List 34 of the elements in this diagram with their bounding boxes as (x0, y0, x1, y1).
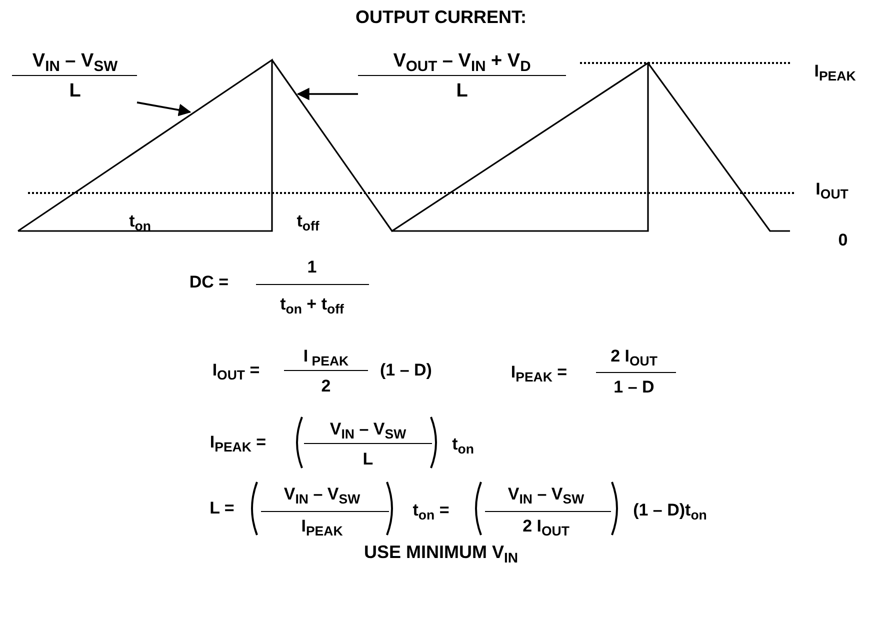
level-label: I$_{OUT}$ (816, 180, 848, 200)
equation-text: V$_{IN}$ – V$_{SW}$ (330, 420, 406, 440)
equation-text: L = (210, 500, 234, 518)
equation-text: I$_{PEAK}$ (301, 518, 343, 536)
diagram-title: OUTPUT CURRENT: (356, 8, 526, 28)
level-label: I$_{PEAK}$ (814, 62, 856, 82)
level-label: 0 (838, 232, 848, 250)
equation-text: DC = (189, 274, 229, 292)
equation-text: (1 – D) (380, 362, 432, 380)
equation-text: t$_{on}$ + t$_{off}$ (280, 296, 344, 314)
leader-arrow (296, 88, 358, 100)
equation-text: t$_{on}$ (452, 436, 474, 454)
time-label: t$_{on}$ (129, 212, 151, 232)
slope-denominator: L (456, 82, 468, 102)
slope-numerator: V$_{OUT}$ – V$_{IN}$ + V$_{D}$ (393, 52, 531, 72)
equation-text: 2 (321, 378, 331, 396)
equation-text: V$_{IN}$ – V$_{SW}$ (508, 486, 584, 504)
equation-text: I $_{PEAK}$ (303, 348, 349, 366)
equation-text: 2 I$_{OUT}$ (522, 518, 570, 536)
equation-text: I$_{PEAK}$ = (510, 364, 568, 382)
equation-text: 1 (307, 258, 317, 278)
equation-text: I$_{PEAK}$ = (210, 434, 266, 452)
time-label: t$_{off}$ (296, 212, 320, 232)
equation-text: 2 I$_{OUT}$ (610, 348, 658, 366)
equation-text: (1 – D)t$_{on}$ (633, 502, 707, 520)
equation-text: I$_{OUT}$ = (212, 362, 260, 380)
equation-text: 1 – D (614, 378, 654, 398)
equation-text: L (362, 450, 374, 470)
caption: USE MINIMUM V$_{IN}$ (364, 543, 518, 563)
slope-denominator: L (69, 82, 81, 102)
leader-arrow (136, 102, 192, 116)
equation-text: t$_{on}$ = (412, 502, 450, 520)
equation-text: V$_{IN}$ – V$_{SW}$ (284, 486, 360, 504)
slope-numerator: V$_{IN}$ – V$_{SW}$ (32, 52, 118, 72)
